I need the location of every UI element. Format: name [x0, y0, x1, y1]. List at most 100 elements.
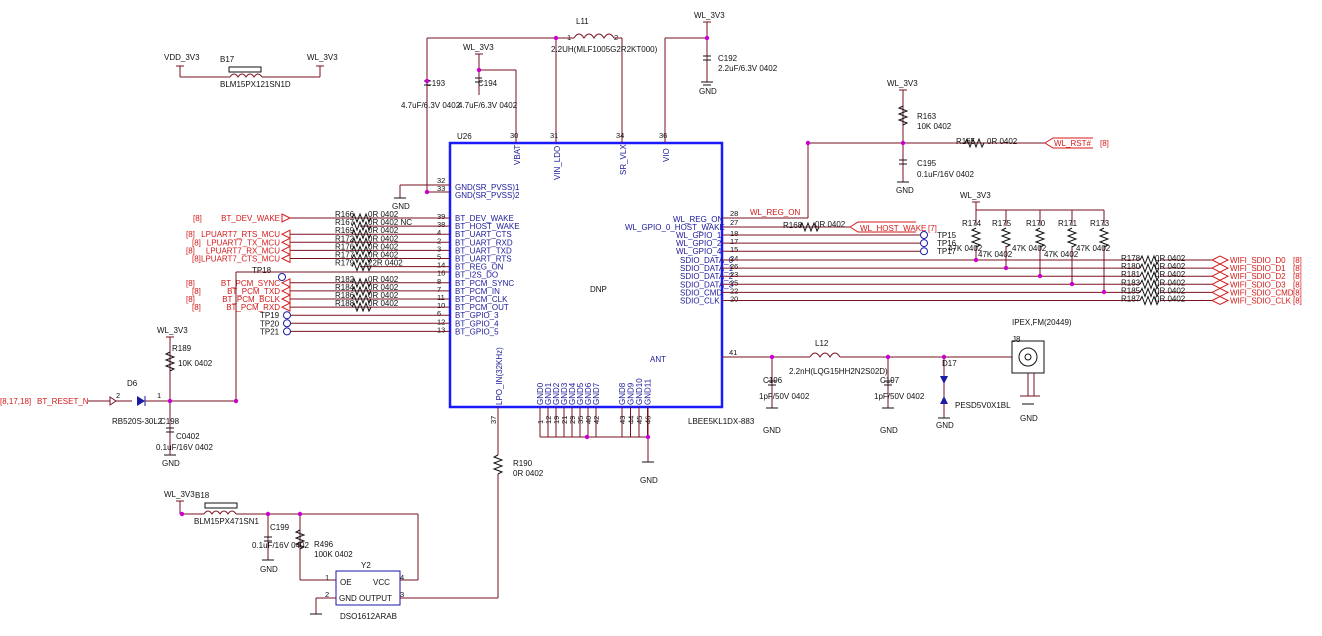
series-resistor-value: 0R 0402	[368, 242, 399, 251]
u26-ant-pin: ANT	[650, 355, 666, 364]
u26-lpo-label: LPO_IN(32KHz)	[495, 347, 504, 405]
test-point-pad	[920, 231, 928, 239]
net-arrow	[280, 245, 291, 256]
u26-sdio-pin-label: SDIO_CMD	[680, 288, 722, 297]
net-arrow	[1210, 295, 1230, 306]
junction-dot	[1037, 273, 1043, 279]
test-point-label: TP21	[260, 327, 280, 336]
u26-pin-28: 28	[730, 209, 738, 218]
sheet-ref: [8]	[1293, 256, 1302, 265]
net-arrow	[1210, 271, 1230, 281]
u26-gnd-pin-number: 12	[544, 416, 553, 424]
u26-left-pin-label: BT_HOST_WAKE	[455, 222, 520, 231]
junction-dot	[297, 511, 303, 517]
net-label: LPUART7_CTS_MCU	[201, 255, 280, 264]
r163-value: 10K 0402	[917, 122, 952, 131]
r163-refdes: R163	[917, 112, 937, 121]
u26-gnd-pvss1: GND(SR_PVSS)1	[455, 183, 520, 192]
series-resistor-value: 0R 0402 NC	[368, 218, 412, 227]
u26-right-pin-label: WL_GPIO_4	[676, 247, 722, 256]
wl-host-wake-net: WL_HOST_WAKE	[860, 224, 926, 233]
sdio-net-label: WIFI_SDIO_CLK	[1230, 297, 1292, 306]
c199-refdes: C199	[270, 523, 290, 532]
sheet-ref: [8]	[186, 295, 195, 304]
y2-body	[335, 570, 401, 606]
series-resistor-value: 0R 0402	[368, 210, 399, 219]
sdio-resistor-refdes: R180	[1121, 262, 1141, 271]
y2-refdes: Y2	[361, 561, 371, 570]
junction-dot	[1003, 265, 1009, 271]
series-resistor-refdes: R182	[335, 275, 355, 284]
y2-pin3: 3	[400, 590, 404, 599]
net-label: BT_PCM_TXD	[227, 287, 280, 296]
sheet-ref: [8]	[1293, 272, 1302, 281]
u26-gnd-pvss2: GND(SR_PVSS)2	[455, 191, 520, 200]
u26-gnd-pin-label: GND6	[584, 382, 593, 405]
y2-gnd-out: GND OUTPUT	[339, 594, 392, 603]
sdio-resistor-refdes: R178	[1121, 254, 1141, 263]
j8-refdes: J8	[1012, 335, 1021, 344]
gnd-c195: GND	[896, 186, 914, 195]
test-point-label: TP20	[260, 319, 280, 328]
gnd-c196: GND	[763, 426, 781, 435]
gnd-u26-bottom: GND	[640, 476, 658, 485]
c197-value: 1pF/50V 0402	[874, 392, 925, 401]
r189-refdes: R189	[172, 344, 192, 353]
test-point-pad	[920, 247, 928, 256]
u26-gnd-pin-label: GND10	[635, 378, 644, 405]
u26-left-pin-label: BT_PCM_CLK	[455, 295, 508, 304]
tp18-pad	[278, 273, 286, 281]
u26-gnd-pin-label: GND9	[627, 382, 636, 405]
u26-left-pin-label: BT_GPIO_4	[455, 319, 499, 328]
gnd-c199: GND	[260, 565, 278, 574]
series-resistor-refdes: R172	[335, 234, 355, 243]
series-resistor-value: 0R 0402	[368, 299, 399, 308]
sdio-net-label: WIFI_SDIO_D1	[1230, 264, 1286, 273]
gnd-c192: GND	[699, 87, 717, 96]
junction-dot	[805, 140, 811, 146]
u26-gnd-pin-label: GND1	[544, 382, 553, 405]
c199-value: 0.1uF/16V 0402	[252, 541, 309, 550]
y2-pin2: 2	[325, 590, 329, 599]
sheet-ref: [8]	[192, 303, 201, 312]
series-resistor-refdes: R169	[335, 226, 355, 235]
series-resistor-value: 0R 0402	[368, 234, 399, 243]
net-arrow	[280, 237, 291, 248]
sdio-resistor-refdes: R185	[1121, 286, 1141, 295]
u26-gnd-pin-label: GND11	[644, 378, 653, 405]
net-arrow	[280, 277, 291, 288]
pullup-refdes: R170	[1026, 219, 1046, 228]
series-resistor-refdes: R176	[335, 242, 355, 251]
net-arrow	[280, 229, 291, 240]
sheet-ref: [8]	[1293, 297, 1302, 306]
net-arrow	[280, 302, 291, 312]
u26-pin-27: 27	[730, 218, 738, 227]
b17-part: BLM15PX121SN1D	[220, 80, 291, 89]
series-resistor-refdes: R188	[335, 299, 355, 308]
u26-gnd-pin-number: 40	[584, 416, 593, 424]
u26-left-pin-number: 38	[437, 220, 445, 229]
u26-left-pin-number: 3	[437, 244, 441, 253]
u26-wl-gpio0: WL_GPIO_0_HOST_WAKE	[625, 223, 725, 232]
sdio-resistor-value: 0R 0402	[1155, 254, 1186, 263]
u26-vbat-label: VBAT	[513, 145, 522, 165]
u26-gnd-pin-label: GND2	[552, 382, 561, 405]
c195-refdes: C195	[917, 159, 937, 168]
u26-right-pin-number: 18	[730, 229, 738, 238]
junction-dot	[476, 67, 482, 73]
u26-sdio-pin-number: 25	[730, 278, 738, 287]
wl-3v3-label-4: WL_3V3	[157, 326, 188, 335]
sdio-net-label: WIFI_SDIO_D0	[1230, 256, 1286, 265]
junction-dot	[900, 140, 906, 146]
right-signal-block: WL_3V3 R163 10K 0402 R165 0R 0402 WL_RST…	[625, 79, 1302, 306]
u26-left-pin-number: 12	[437, 317, 445, 326]
u26-wl-reg-on: WL_REG_ON	[673, 215, 723, 224]
u26-gnd-pin-number: 44	[627, 416, 636, 424]
y2-pin4: 4	[400, 573, 404, 582]
u26-gnd-pin-label: GND0	[536, 382, 545, 405]
u26-gnd-pin-number: 35	[576, 416, 585, 424]
u26-left-pin-label: BT_GPIO_5	[455, 327, 499, 336]
oscillator-block: R190 0R 0402 WL_3V3 B18 BLM15PX471SN1 C1…	[164, 454, 544, 621]
c192-refdes: C192	[718, 54, 738, 63]
